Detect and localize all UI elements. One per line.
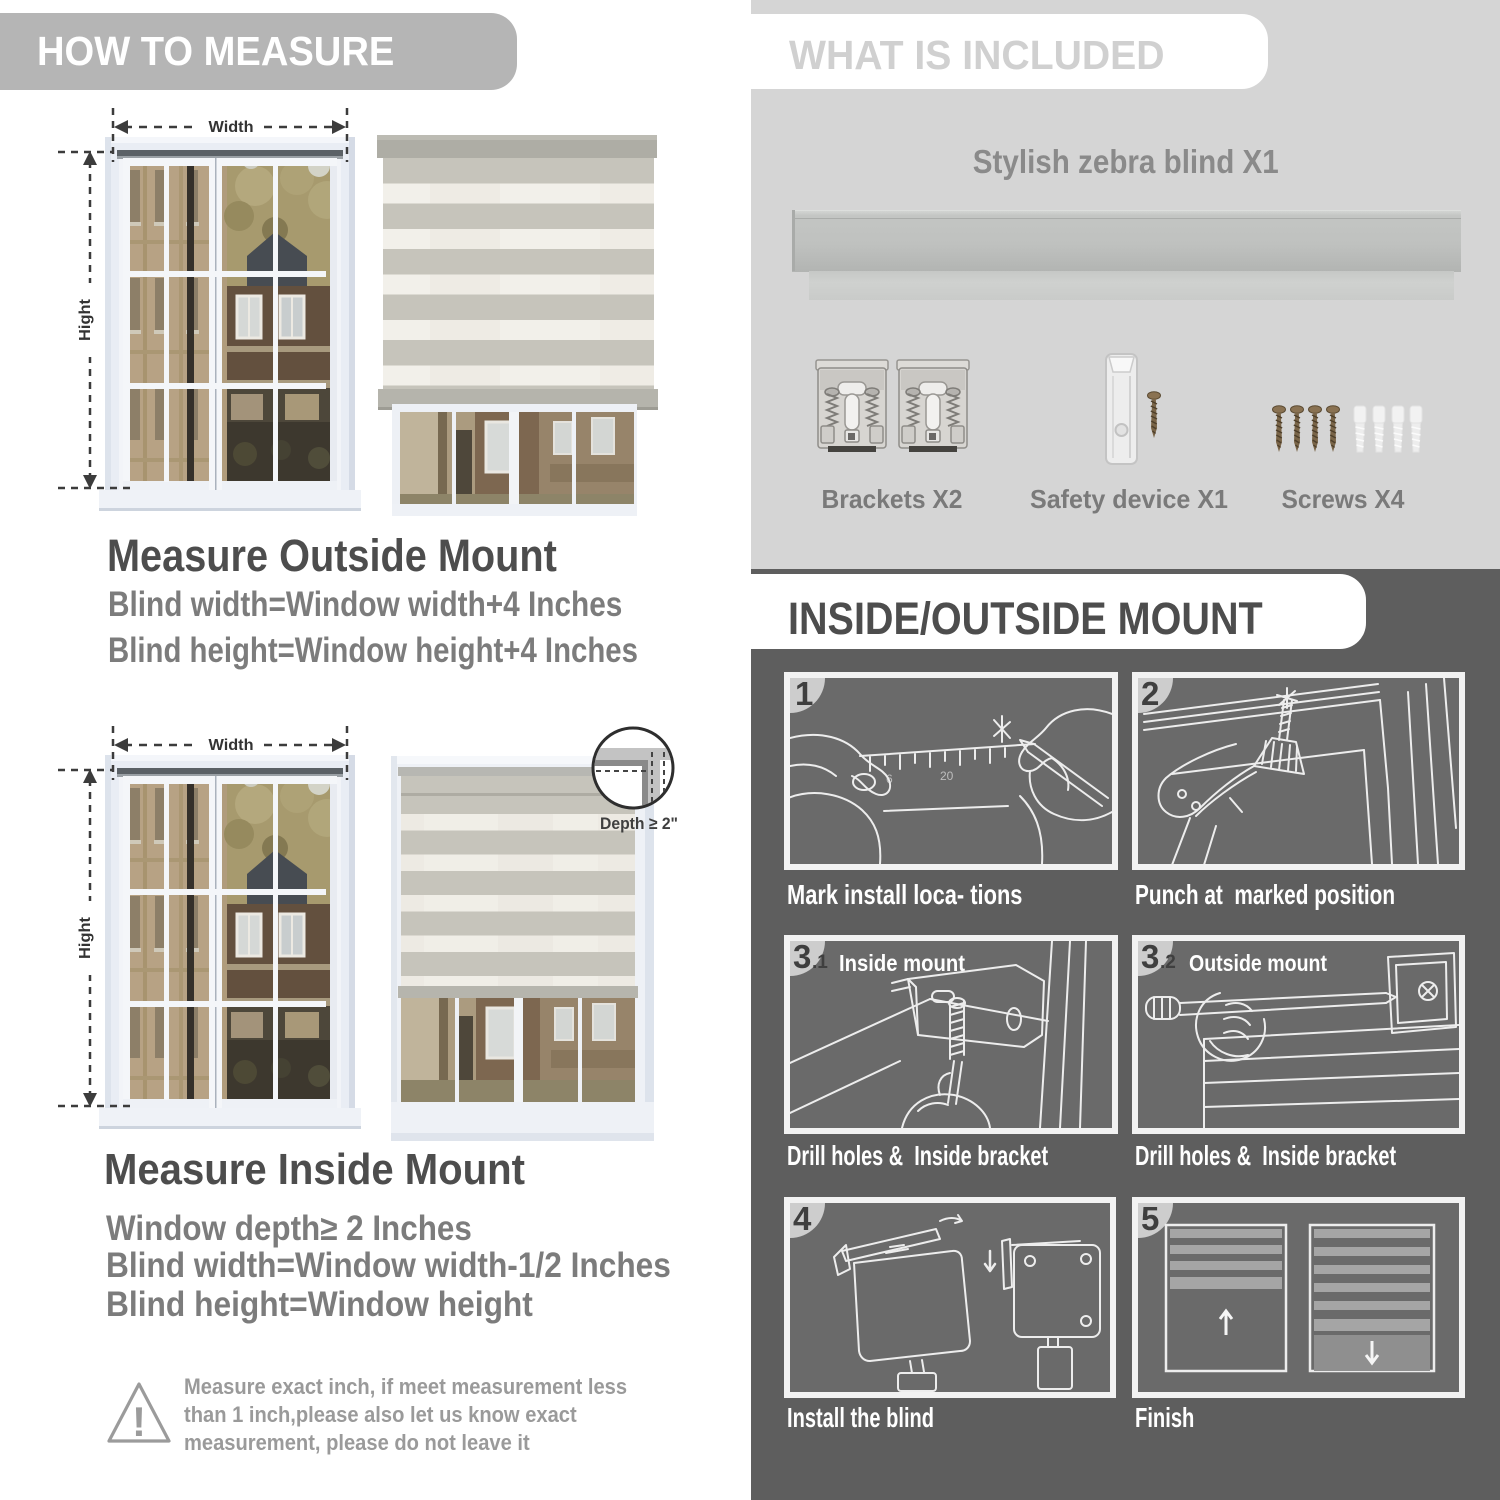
svg-text:1: 1 (795, 675, 813, 712)
svg-text:Depth ≥ 2": Depth ≥ 2" (600, 814, 678, 833)
svg-text:2: 2 (1141, 675, 1159, 712)
svg-text:.2: .2 (1160, 952, 1176, 973)
svg-text:3: 3 (1141, 938, 1159, 975)
svg-text:5: 5 (1141, 1200, 1159, 1237)
svg-text:3: 3 (793, 938, 811, 975)
svg-text:Inside mount: Inside mount (839, 950, 965, 976)
svg-text:!: ! (132, 1398, 146, 1445)
svg-text:20: 20 (940, 769, 954, 783)
svg-text:Outside mount: Outside mount (1189, 950, 1327, 976)
svg-text:4: 4 (793, 1200, 812, 1237)
svg-text:.1: .1 (812, 952, 828, 973)
